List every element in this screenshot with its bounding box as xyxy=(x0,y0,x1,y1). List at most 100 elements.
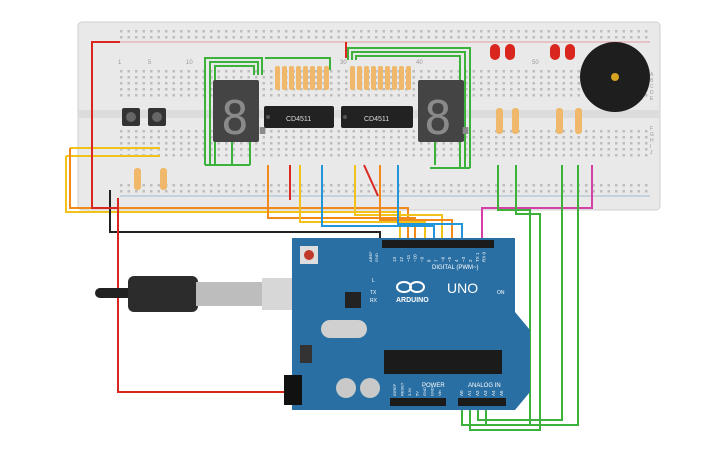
segment-resistor xyxy=(364,66,369,90)
digital-pin-label: ~10 xyxy=(413,254,418,262)
chip-cd4511-left: CD4511 xyxy=(264,106,334,128)
segment-resistor xyxy=(275,66,280,90)
column-number-1: 1 xyxy=(118,60,122,66)
column-number-50: 50 xyxy=(532,60,539,66)
digital-pin-label: ~3 xyxy=(461,256,466,262)
power-pin-label: Vin xyxy=(437,390,442,396)
digital-pin-label: ~11 xyxy=(406,254,411,262)
led-label-l: L xyxy=(372,278,375,284)
row-letter: G xyxy=(650,132,654,138)
row-letter: B xyxy=(650,78,654,84)
power-pin-label: 5V xyxy=(415,391,420,396)
row-letter: E xyxy=(650,96,654,102)
crystal xyxy=(321,320,367,338)
led-red-3 xyxy=(550,44,560,60)
power-pin-label: RESET xyxy=(400,382,405,396)
row-letter: D xyxy=(650,90,654,96)
resistor-4 xyxy=(512,108,519,134)
display-digit: 8. xyxy=(424,91,479,145)
digital-pin-label: 4 xyxy=(454,259,459,262)
atmega-chip xyxy=(384,350,502,374)
gnd-label: GND xyxy=(374,253,379,262)
digital-pin-label: ~9 xyxy=(420,256,425,262)
led-red-1 xyxy=(490,44,500,60)
segment-resistors xyxy=(275,66,411,90)
column-number-10: 10 xyxy=(186,60,193,66)
pushbutton-1[interactable] xyxy=(122,108,140,126)
row-letter: C xyxy=(650,84,654,90)
segment-resistor xyxy=(350,66,355,90)
power-pin-label: 3.3V xyxy=(407,387,412,396)
digital-pin-label: RX 0 xyxy=(482,251,487,262)
segment-resistor xyxy=(392,66,397,90)
digital-pin-label: ~5 xyxy=(447,256,452,262)
arduino-logo: ARDUINO xyxy=(396,281,429,304)
led-label-rx: RX xyxy=(370,298,378,304)
led-label-on: ON xyxy=(497,290,505,296)
seven-segment-display-right: 8. xyxy=(418,80,479,145)
digital-pin-label: TX 1 xyxy=(475,252,480,262)
resistor-3 xyxy=(496,108,503,134)
analog-pin-label: A2 xyxy=(475,390,480,396)
row-letter: I xyxy=(650,144,651,150)
analog-pin-label: A0 xyxy=(459,390,464,396)
column-number-5: 5 xyxy=(148,60,152,66)
segment-resistor xyxy=(310,66,315,90)
segment-resistor xyxy=(357,66,362,90)
digital-pin-label: ~6 xyxy=(440,256,445,262)
chip-label: CD4511 xyxy=(364,116,389,123)
piezo-buzzer xyxy=(580,42,650,112)
arduino-model: UNO xyxy=(447,280,478,296)
digital-pin-label: 8 xyxy=(427,259,432,262)
analog-pin-label: A3 xyxy=(483,390,488,396)
analog-pin-label: A5 xyxy=(499,390,504,396)
capacitor-2 xyxy=(360,378,380,398)
column-number-40: 40 xyxy=(416,60,423,66)
resistor-2 xyxy=(160,168,167,190)
segment-resistor xyxy=(282,66,287,90)
digital-pin-label: 13 xyxy=(392,256,397,262)
chip-cd4511-right: CD4511 xyxy=(341,106,413,128)
power-pin-label: GND xyxy=(430,387,435,396)
segment-resistor xyxy=(399,66,404,90)
analog-pin-label: A1 xyxy=(467,390,472,396)
segment-resistor xyxy=(296,66,301,90)
digital-pin-label: 12 xyxy=(399,256,404,262)
segment-resistor xyxy=(289,66,294,90)
segment-resistor xyxy=(385,66,390,90)
analog-label: ANALOG IN xyxy=(468,383,501,389)
segment-resistor xyxy=(324,66,329,90)
power-jack xyxy=(284,375,302,405)
resistor-5 xyxy=(556,108,563,134)
power-label: POWER xyxy=(422,383,445,389)
digital-pin-label: 7 xyxy=(433,259,438,262)
segment-resistor xyxy=(317,66,322,90)
analog-wires xyxy=(461,165,579,431)
row-letter: J xyxy=(650,150,653,156)
row-letter: F xyxy=(650,126,653,132)
led-red-4 xyxy=(565,44,575,60)
power-pin-label: GND xyxy=(422,387,427,396)
usb-cable xyxy=(95,276,304,312)
power-pin-label: IOREF xyxy=(392,383,397,396)
usb-controller-chip xyxy=(345,292,361,308)
digital-header-label: DIGITAL (PWM~) xyxy=(432,265,479,271)
pushbutton-2[interactable] xyxy=(148,108,166,126)
row-letter: A xyxy=(650,72,654,78)
analog-pin-label: A4 xyxy=(491,390,496,396)
led-red-2 xyxy=(505,44,515,60)
segment-resistor xyxy=(303,66,308,90)
aref-label: AREF xyxy=(368,251,373,262)
segment-resistor xyxy=(378,66,383,90)
column-number-30: 30 xyxy=(340,60,347,66)
resistor-1 xyxy=(134,168,141,190)
segment-resistor xyxy=(406,66,411,90)
capacitor-1 xyxy=(336,378,356,398)
arduino-brand: ARDUINO xyxy=(396,297,429,304)
